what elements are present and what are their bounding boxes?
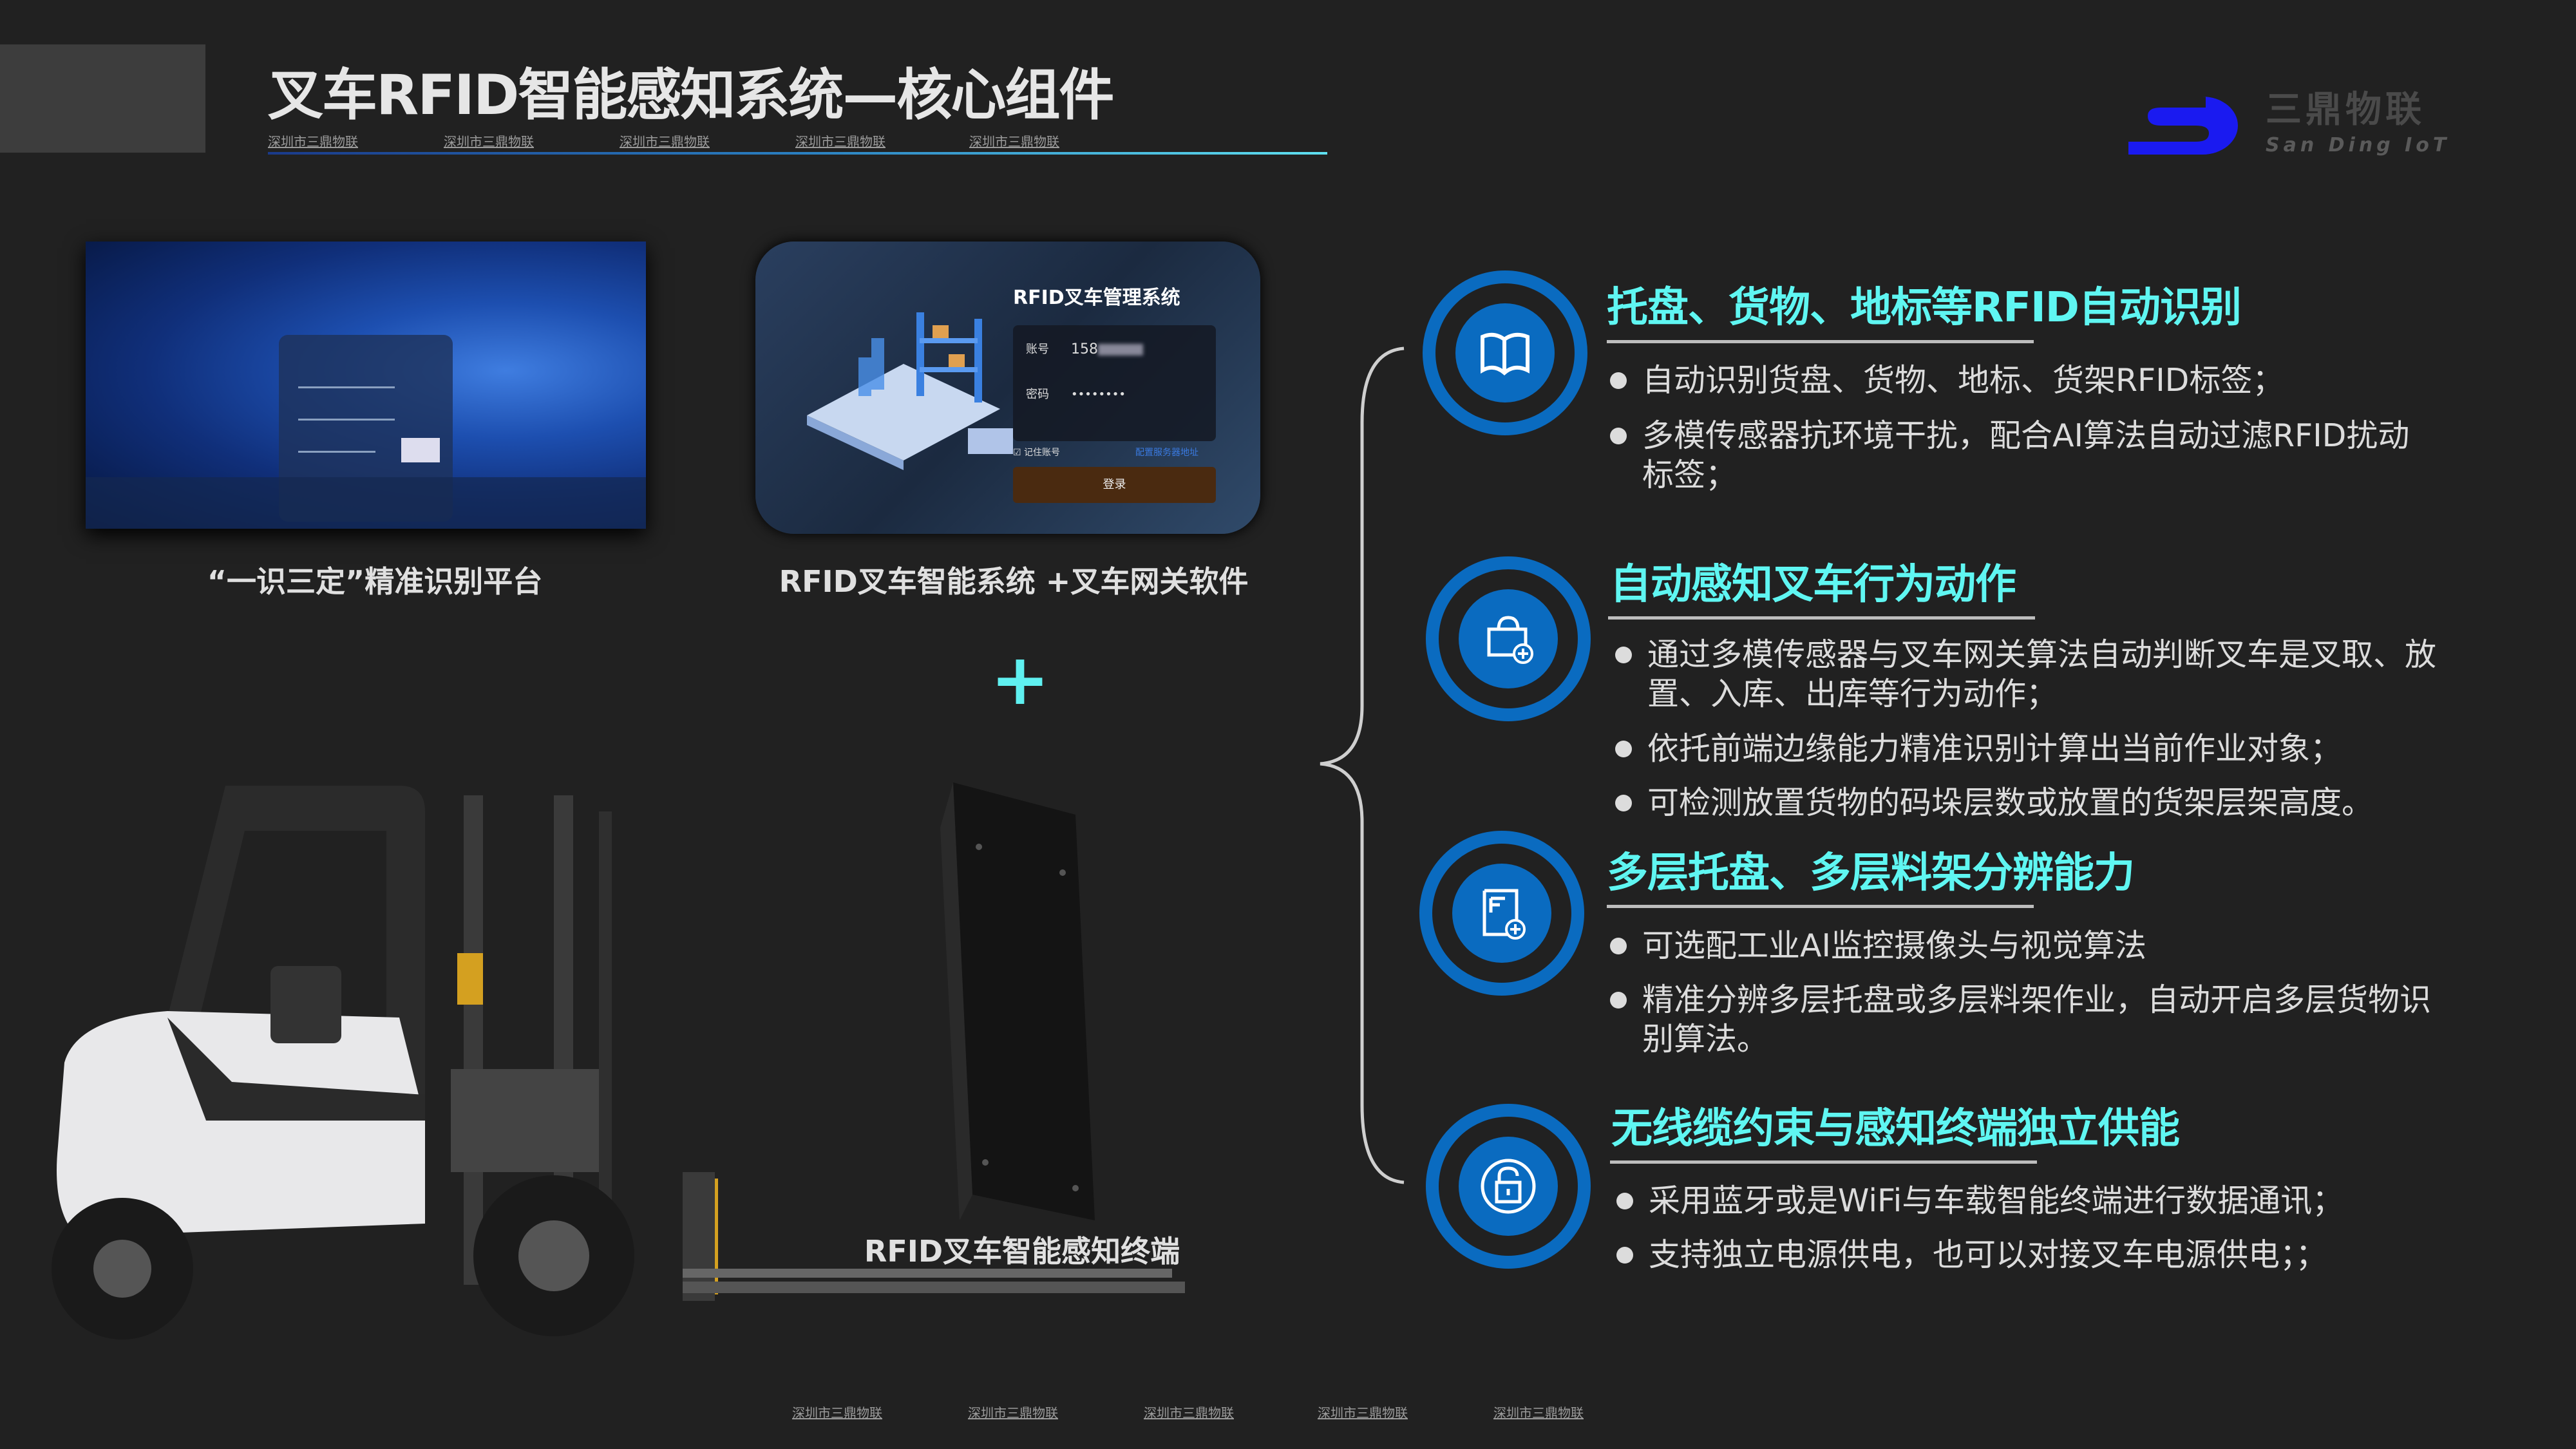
title-accent-block xyxy=(0,44,205,153)
feature-title-underline xyxy=(1608,616,2035,620)
watermark: 深圳市三鼎物联 xyxy=(792,1405,882,1421)
feature-icon-ring xyxy=(1419,831,1584,996)
feature-title-underline xyxy=(1607,340,2034,343)
password-input[interactable]: •••••••• xyxy=(1071,388,1126,401)
warehouse-illustration xyxy=(807,312,1013,470)
feature-bullet: 自动识别货盘、货物、地标、货架RFID标签； xyxy=(1610,361,2434,400)
account-value: 158 xyxy=(1071,341,1098,357)
watermark: 深圳市三鼎物联 xyxy=(968,1405,1058,1421)
feature-bullet: 依托前端边缘能力精准识别计算出当前作业对象； xyxy=(1615,729,2439,768)
feature-title: 多层托盘、多层料架分辨能力 xyxy=(1607,849,2135,897)
remember-account-checkbox[interactable]: ☑ 记住账号 xyxy=(1013,448,1061,458)
feature-bullet: 可选配工业AI监控摄像头与视觉算法 xyxy=(1610,926,2434,965)
plus-icon: + xyxy=(990,638,1050,721)
feature-title: 自动感知叉车行为动作 xyxy=(1610,561,2016,609)
logo-text-cn: 三鼎物联 xyxy=(2266,89,2425,131)
watermark: 深圳市三鼎物联 xyxy=(444,134,534,149)
login-title: RFID叉车管理系统 xyxy=(1013,287,1180,309)
software-caption: RFID叉车智能系统 +叉车网关软件 xyxy=(779,564,1249,599)
account-label: 账号 xyxy=(1026,343,1049,356)
watermark: 深圳市三鼎物联 xyxy=(1493,1405,1584,1421)
feature-bullet: 通过多模传感器与叉车网关算法自动判断叉车是叉取、放置、入库、出库等行为动作； xyxy=(1615,635,2439,714)
watermark: 深圳市三鼎物联 xyxy=(1318,1405,1408,1421)
title-underline xyxy=(268,152,1327,155)
bag-plus-icon xyxy=(1487,616,1533,664)
document-plus-icon xyxy=(1482,889,1526,940)
feature-title: 托盘、货物、地标等RFID自动识别 xyxy=(1607,284,2242,332)
logo-text-en: San Ding IoT xyxy=(2266,134,2450,156)
feature-icon-ring xyxy=(1426,1104,1591,1269)
terminal-caption: RFID叉车智能感知终端 xyxy=(864,1234,1180,1269)
company-logo: 三鼎物联 San Ding IoT xyxy=(2125,90,2486,161)
feature-title-underline xyxy=(1607,905,2034,908)
watermark: 深圳市三鼎物联 xyxy=(969,134,1059,149)
login-form: 账号 158 密码 •••••••• xyxy=(1013,325,1216,441)
feature-bullet: 采用蓝牙或是WiFi与车载智能终端进行数据通讯； xyxy=(1616,1181,2441,1220)
logo-mark-icon xyxy=(2128,97,2238,155)
login-button[interactable]: 登录 xyxy=(1013,467,1216,503)
server-config-link[interactable]: 配置服务器地址 xyxy=(1135,448,1198,458)
feature-bullet: 多模传感器抗环境干扰，配合AI算法自动过滤RFID扰动标签； xyxy=(1610,416,2434,495)
watermark: 深圳市三鼎物联 xyxy=(795,134,886,149)
forklift-image xyxy=(52,786,1185,1340)
platform-caption: “一识三定”精准识别平台 xyxy=(207,564,543,599)
watermark: 深圳市三鼎物联 xyxy=(620,134,710,149)
book-icon xyxy=(1481,332,1530,375)
feature-bullet: 支持独立电源供电，也可以对接叉车电源供电；； xyxy=(1616,1235,2441,1274)
platform-screenshot xyxy=(86,242,646,529)
lock-icon xyxy=(1481,1159,1536,1214)
feature-icon-ring xyxy=(1426,556,1591,721)
bracket-connector xyxy=(1320,346,1405,1184)
password-label: 密码 xyxy=(1026,388,1049,401)
feature-bullet: 可检测放置货物的码垛层数或放置的货架层架高度。 xyxy=(1615,783,2439,822)
page-title: 叉车RFID智能感知系统—核心组件 xyxy=(268,63,1114,128)
watermark: 深圳市三鼎物联 xyxy=(268,134,358,149)
feature-title: 无线缆约束与感知终端独立供能 xyxy=(1611,1105,2180,1153)
remember-label: 记住账号 xyxy=(1024,448,1061,458)
watermark: 深圳市三鼎物联 xyxy=(1144,1405,1234,1421)
feature-bullet: 精准分辨多层托盘或多层料架作业，自动开启多层货物识别算法。 xyxy=(1610,980,2434,1059)
account-input[interactable]: 158 xyxy=(1071,341,1143,359)
sensing-terminal-image xyxy=(940,782,1095,1220)
feature-title-underline xyxy=(1610,1160,2037,1164)
rfid-forklift-system-screenshot: RFID叉车管理系统 账号 158 密码 •••••••• ☑ 记住账号 配置服… xyxy=(755,242,1260,534)
feature-icon-ring xyxy=(1423,270,1587,435)
